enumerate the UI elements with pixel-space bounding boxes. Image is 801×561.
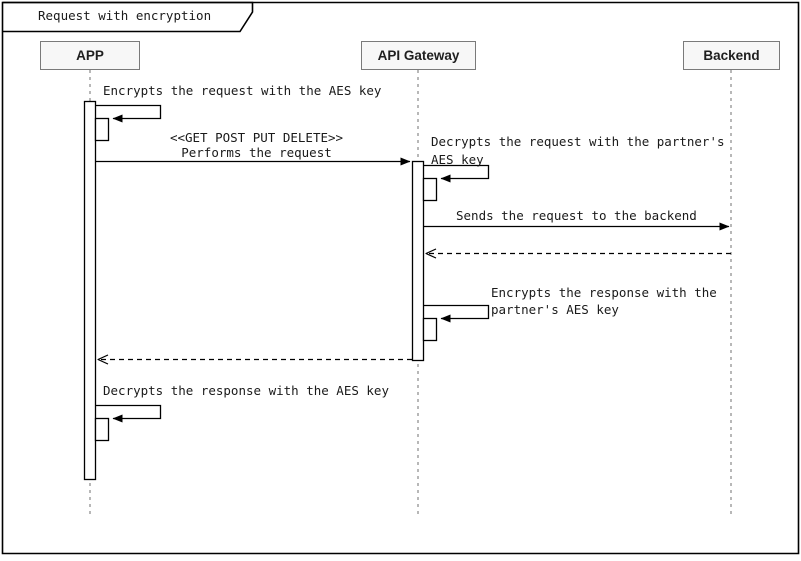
- activation-api-nested-2: [422, 317, 438, 342]
- message-label-m4: Sends the request to the backend: [456, 208, 697, 223]
- message-label-m8: Decrypts the response with the AES key: [103, 383, 389, 398]
- message-label-m6-line1: Encrypts the response with the: [491, 285, 717, 300]
- message-m8-self-call-arrow: [95, 404, 162, 423]
- message-m6-self-call-arrow: [423, 304, 490, 323]
- activation-app-nested-1: [94, 117, 110, 142]
- participant-backend[interactable]: Backend: [683, 41, 780, 70]
- activation-app-nested-2: [94, 417, 110, 442]
- message-m1-self-call-arrow: [95, 104, 162, 123]
- participant-backend-label: Backend: [703, 48, 760, 63]
- participant-api-gateway-label: API Gateway: [377, 48, 460, 63]
- message-label-m1: Encrypts the request with the AES key: [103, 83, 382, 98]
- message-label-m6-line2: partner's AES key: [491, 302, 619, 317]
- frame-title: Request with encryption: [38, 8, 212, 23]
- activation-api-main: [411, 160, 425, 362]
- activation-app-main: [83, 100, 97, 481]
- message-label-m3-line1: Decrypts the request with the partner's: [431, 134, 725, 149]
- message-label-m2-line1: <<GET POST PUT DELETE>>: [169, 130, 344, 145]
- participant-api-gateway[interactable]: API Gateway: [361, 41, 476, 70]
- message-label-m3-line2: AES key: [431, 152, 484, 167]
- message-label-m2-line2: Performs the request: [181, 145, 332, 160]
- message-m3-self-call-arrow: [423, 164, 490, 183]
- participant-app-label: APP: [76, 48, 104, 63]
- activation-api-nested-1: [422, 177, 438, 202]
- participant-app[interactable]: APP: [40, 41, 140, 70]
